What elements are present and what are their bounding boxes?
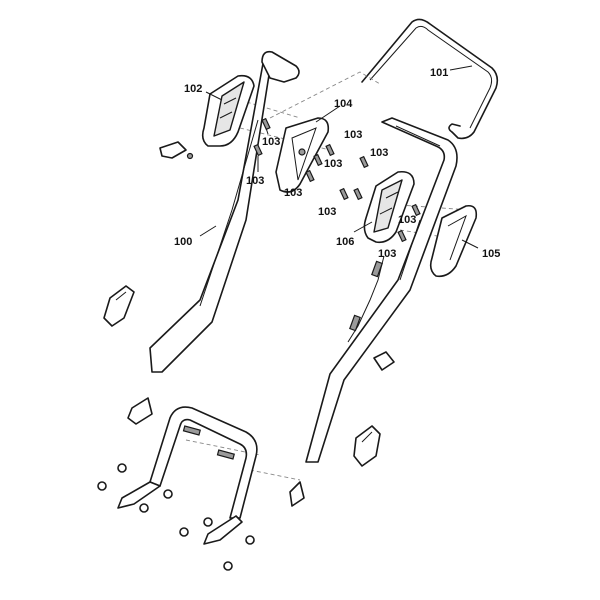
right-handle-tube <box>305 117 458 463</box>
left-lower-bracket <box>127 397 153 425</box>
right-lower-bracket <box>289 481 305 507</box>
callout-103-e: 103 <box>246 175 264 187</box>
callout-105: 105 <box>482 248 500 260</box>
callout-104: 104 <box>334 98 353 110</box>
callout-103-g: 103 <box>318 206 336 218</box>
lower-handle-frame <box>117 406 258 545</box>
console-left-102 <box>201 74 255 147</box>
callouts: 102 101 104 103 103 103 103 103 103 103 … <box>174 67 500 260</box>
bail-wire-101 <box>361 18 499 140</box>
leader-lines <box>199 65 479 249</box>
callout-100: 100 <box>174 236 192 248</box>
callout-103-h: 103 <box>398 214 416 226</box>
left-adjust-lever <box>103 285 135 327</box>
callout-103-c: 103 <box>324 158 342 170</box>
bushing <box>373 351 395 371</box>
screws-103 <box>253 117 421 243</box>
callout-101: 101 <box>430 67 448 79</box>
console-106 <box>363 170 415 244</box>
cover-105 <box>429 204 478 278</box>
brake-cable <box>347 255 385 343</box>
cable-clip <box>159 141 194 160</box>
callout-103-d: 103 <box>370 147 388 159</box>
callout-102: 102 <box>184 83 202 95</box>
lower-fasteners <box>97 425 255 571</box>
callout-103-f: 103 <box>284 187 302 199</box>
callout-103-i: 103 <box>378 248 396 260</box>
console-104 <box>275 117 330 193</box>
right-adjust-lever <box>353 425 381 467</box>
callout-103-a: 103 <box>262 136 280 148</box>
callout-103-b: 103 <box>344 129 362 141</box>
left-handle-tube-100 <box>149 50 300 373</box>
callout-106: 106 <box>336 236 354 248</box>
